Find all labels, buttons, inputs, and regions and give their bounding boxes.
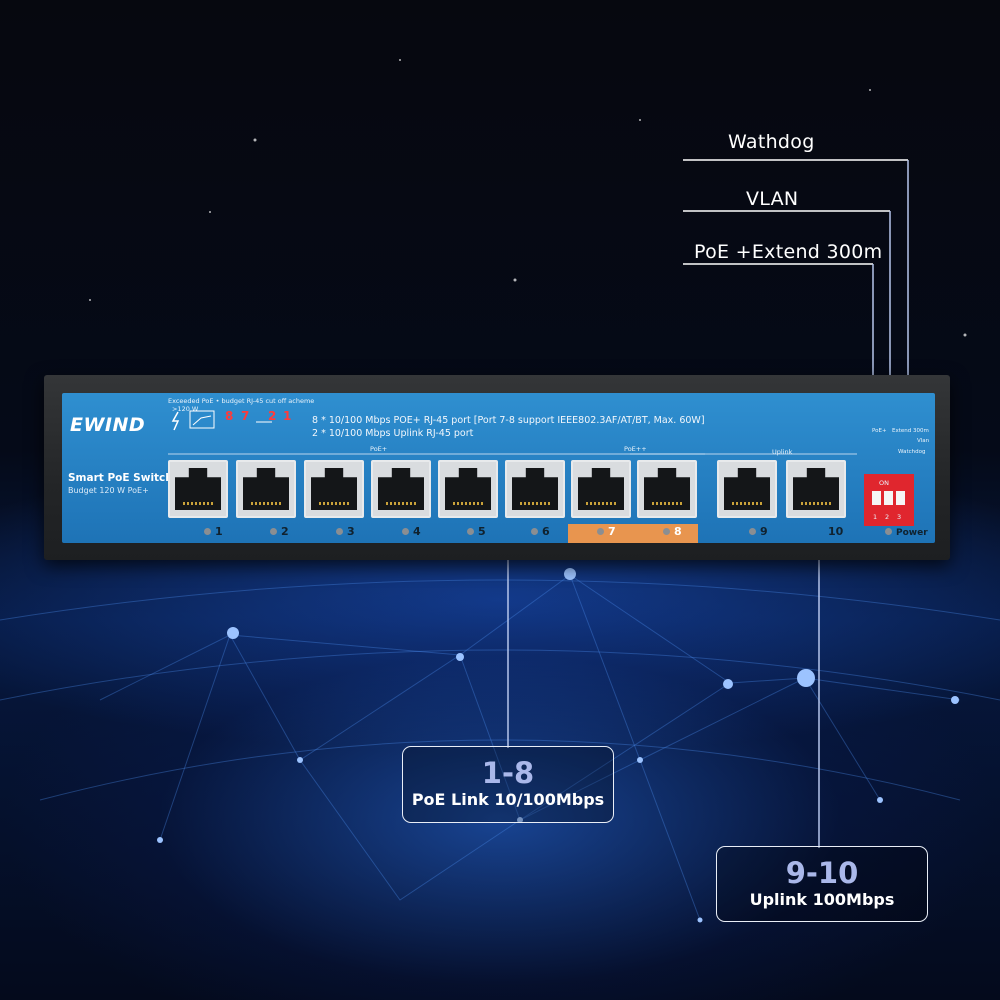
rj45-port-2[interactable] xyxy=(236,460,296,518)
uplink-ports-callout: 9-10 Uplink 100Mbps xyxy=(716,846,928,922)
poe-extend-callout-label: PoE +Extend 300m xyxy=(694,241,883,263)
dip-number-3: 3 xyxy=(897,513,902,521)
port-number-6: 6 xyxy=(542,525,550,538)
uplink-ports-description: Uplink 100Mbps xyxy=(749,890,895,909)
spec-line-1: 8 * 10/100 Mbps POE+ RJ-45 port [Port 7-… xyxy=(312,415,705,426)
cutoff-scheme-label: Exceeded PoE • budget RJ-45 cut off ache… xyxy=(168,397,315,405)
dip-number-1: 1 xyxy=(873,513,878,521)
dip-label-extend: Extend 300m xyxy=(892,428,929,434)
port-number-5: 5 xyxy=(478,525,486,538)
rj45-port-4[interactable] xyxy=(371,460,431,518)
group-label-poe-plus: PoE+ xyxy=(370,445,388,453)
port-number-1: 1 xyxy=(215,525,223,538)
dip-toggle-2[interactable] xyxy=(884,491,893,505)
poe-ports-range: 1-8 xyxy=(481,756,535,790)
group-label-poe-plus-plus: PoE++ xyxy=(624,445,647,453)
port-led-5 xyxy=(467,528,474,535)
product-title: Smart PoE Switch xyxy=(68,472,173,484)
port-led-4 xyxy=(402,528,409,535)
uplink-ports-range: 9-10 xyxy=(785,856,859,890)
port-led-3 xyxy=(336,528,343,535)
vlan-callout-label: VLAN xyxy=(746,188,799,210)
port-number-4: 4 xyxy=(413,525,421,538)
cutoff-watt-label: >120 W xyxy=(172,405,199,413)
port-led-6 xyxy=(531,528,538,535)
dip-label-poe: PoE+ xyxy=(872,428,887,434)
rj45-port-7[interactable] xyxy=(571,460,631,518)
product-budget: Budget 120 W PoE+ xyxy=(68,486,149,495)
port-number-9: 9 xyxy=(760,525,768,538)
poe-ports-description: PoE Link 10/100Mbps xyxy=(411,790,605,809)
rj45-port-8[interactable] xyxy=(637,460,697,518)
port-number-8: 8 xyxy=(674,525,682,538)
spec-line-2: 2 * 10/100 Mbps Uplink RJ-45 port xyxy=(312,428,474,439)
port-number-10: 10 xyxy=(828,525,844,538)
dip-on-label: ON xyxy=(879,479,889,487)
port-led-9 xyxy=(749,528,756,535)
brand-logo: EWIND xyxy=(70,414,146,436)
port-number-2: 2 xyxy=(281,525,289,538)
rj45-port-6[interactable] xyxy=(505,460,565,518)
power-led xyxy=(885,528,892,535)
group-brackets xyxy=(168,453,857,455)
cutoff-order-1: 8 xyxy=(225,409,234,423)
port-led-2 xyxy=(270,528,277,535)
dip-label-vlan: Vlan xyxy=(917,438,930,444)
dip-switch[interactable]: ON 1 2 3 xyxy=(864,474,914,526)
port-led-1 xyxy=(204,528,211,535)
rj45-port-5[interactable] xyxy=(438,460,498,518)
dip-toggle-3[interactable] xyxy=(896,491,905,505)
dip-label-watchdog: Watchdog xyxy=(898,449,926,455)
cutoff-order-2: 7 xyxy=(241,409,250,423)
cutoff-order-4: 1 xyxy=(283,409,292,423)
watchdog-callout-label: Wathdog xyxy=(728,131,815,153)
cutoff-scheme-diagram xyxy=(171,410,272,431)
cutoff-order-3: 2 xyxy=(268,409,277,423)
dip-number-2: 2 xyxy=(885,513,890,521)
rj45-port-9[interactable] xyxy=(717,460,777,518)
port-led-7 xyxy=(597,528,604,535)
dip-toggle-1[interactable] xyxy=(872,491,881,505)
power-label: Power xyxy=(896,528,928,538)
port-number-7: 7 xyxy=(608,525,616,538)
rj45-port-3[interactable] xyxy=(304,460,364,518)
rj45-port-10[interactable] xyxy=(786,460,846,518)
group-label-uplink: Uplink xyxy=(772,448,793,456)
poe-ports-callout: 1-8 PoE Link 10/100Mbps xyxy=(402,746,614,823)
port-number-3: 3 xyxy=(347,525,355,538)
port-led-8 xyxy=(663,528,670,535)
rj45-port-1[interactable] xyxy=(168,460,228,518)
